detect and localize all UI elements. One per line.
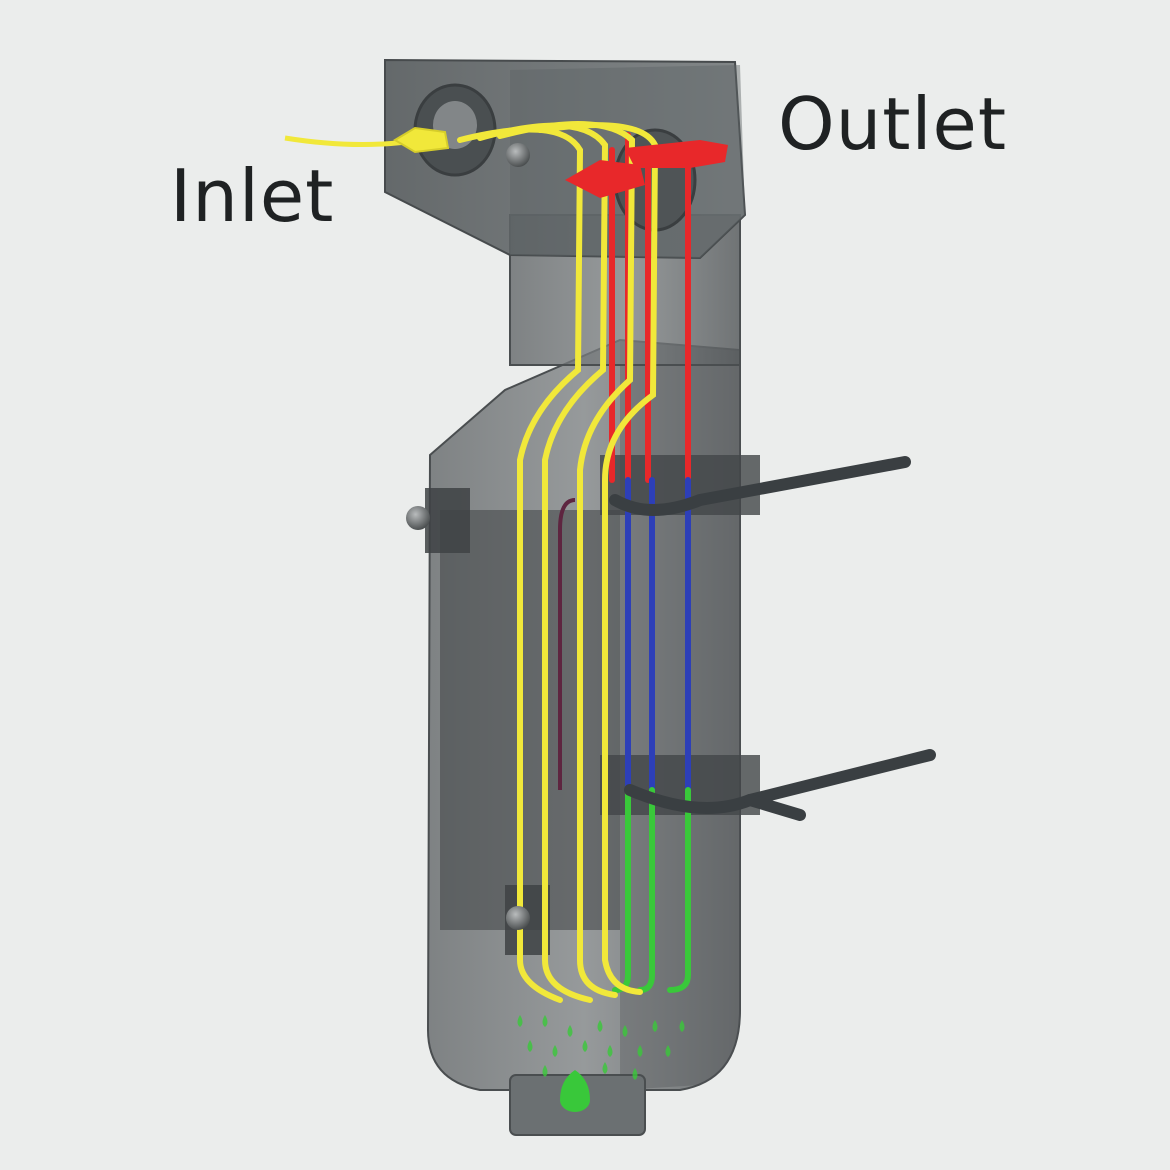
condensate-droplets bbox=[517, 1015, 685, 1080]
side-pipes bbox=[609, 456, 936, 821]
hex-bolt-icon bbox=[406, 506, 430, 530]
hex-bolt-icon bbox=[506, 143, 530, 167]
condensate-flow bbox=[612, 787, 691, 993]
inlet-flow bbox=[457, 121, 659, 1003]
inner-panel bbox=[440, 510, 620, 930]
inlet-label: Inlet bbox=[170, 154, 335, 238]
inlet-nozzle-icon bbox=[393, 126, 450, 154]
drain-valve-icon bbox=[560, 1070, 590, 1112]
outlet-nozzle-upper bbox=[625, 140, 728, 168]
cooled-flow bbox=[625, 477, 691, 793]
lower-housing-side bbox=[620, 340, 740, 1090]
outlet-label: Outlet bbox=[778, 82, 1008, 166]
hex-bolt-icon bbox=[506, 906, 530, 930]
outlet-nozzle-icon bbox=[565, 160, 645, 198]
cooled-return bbox=[558, 498, 576, 790]
